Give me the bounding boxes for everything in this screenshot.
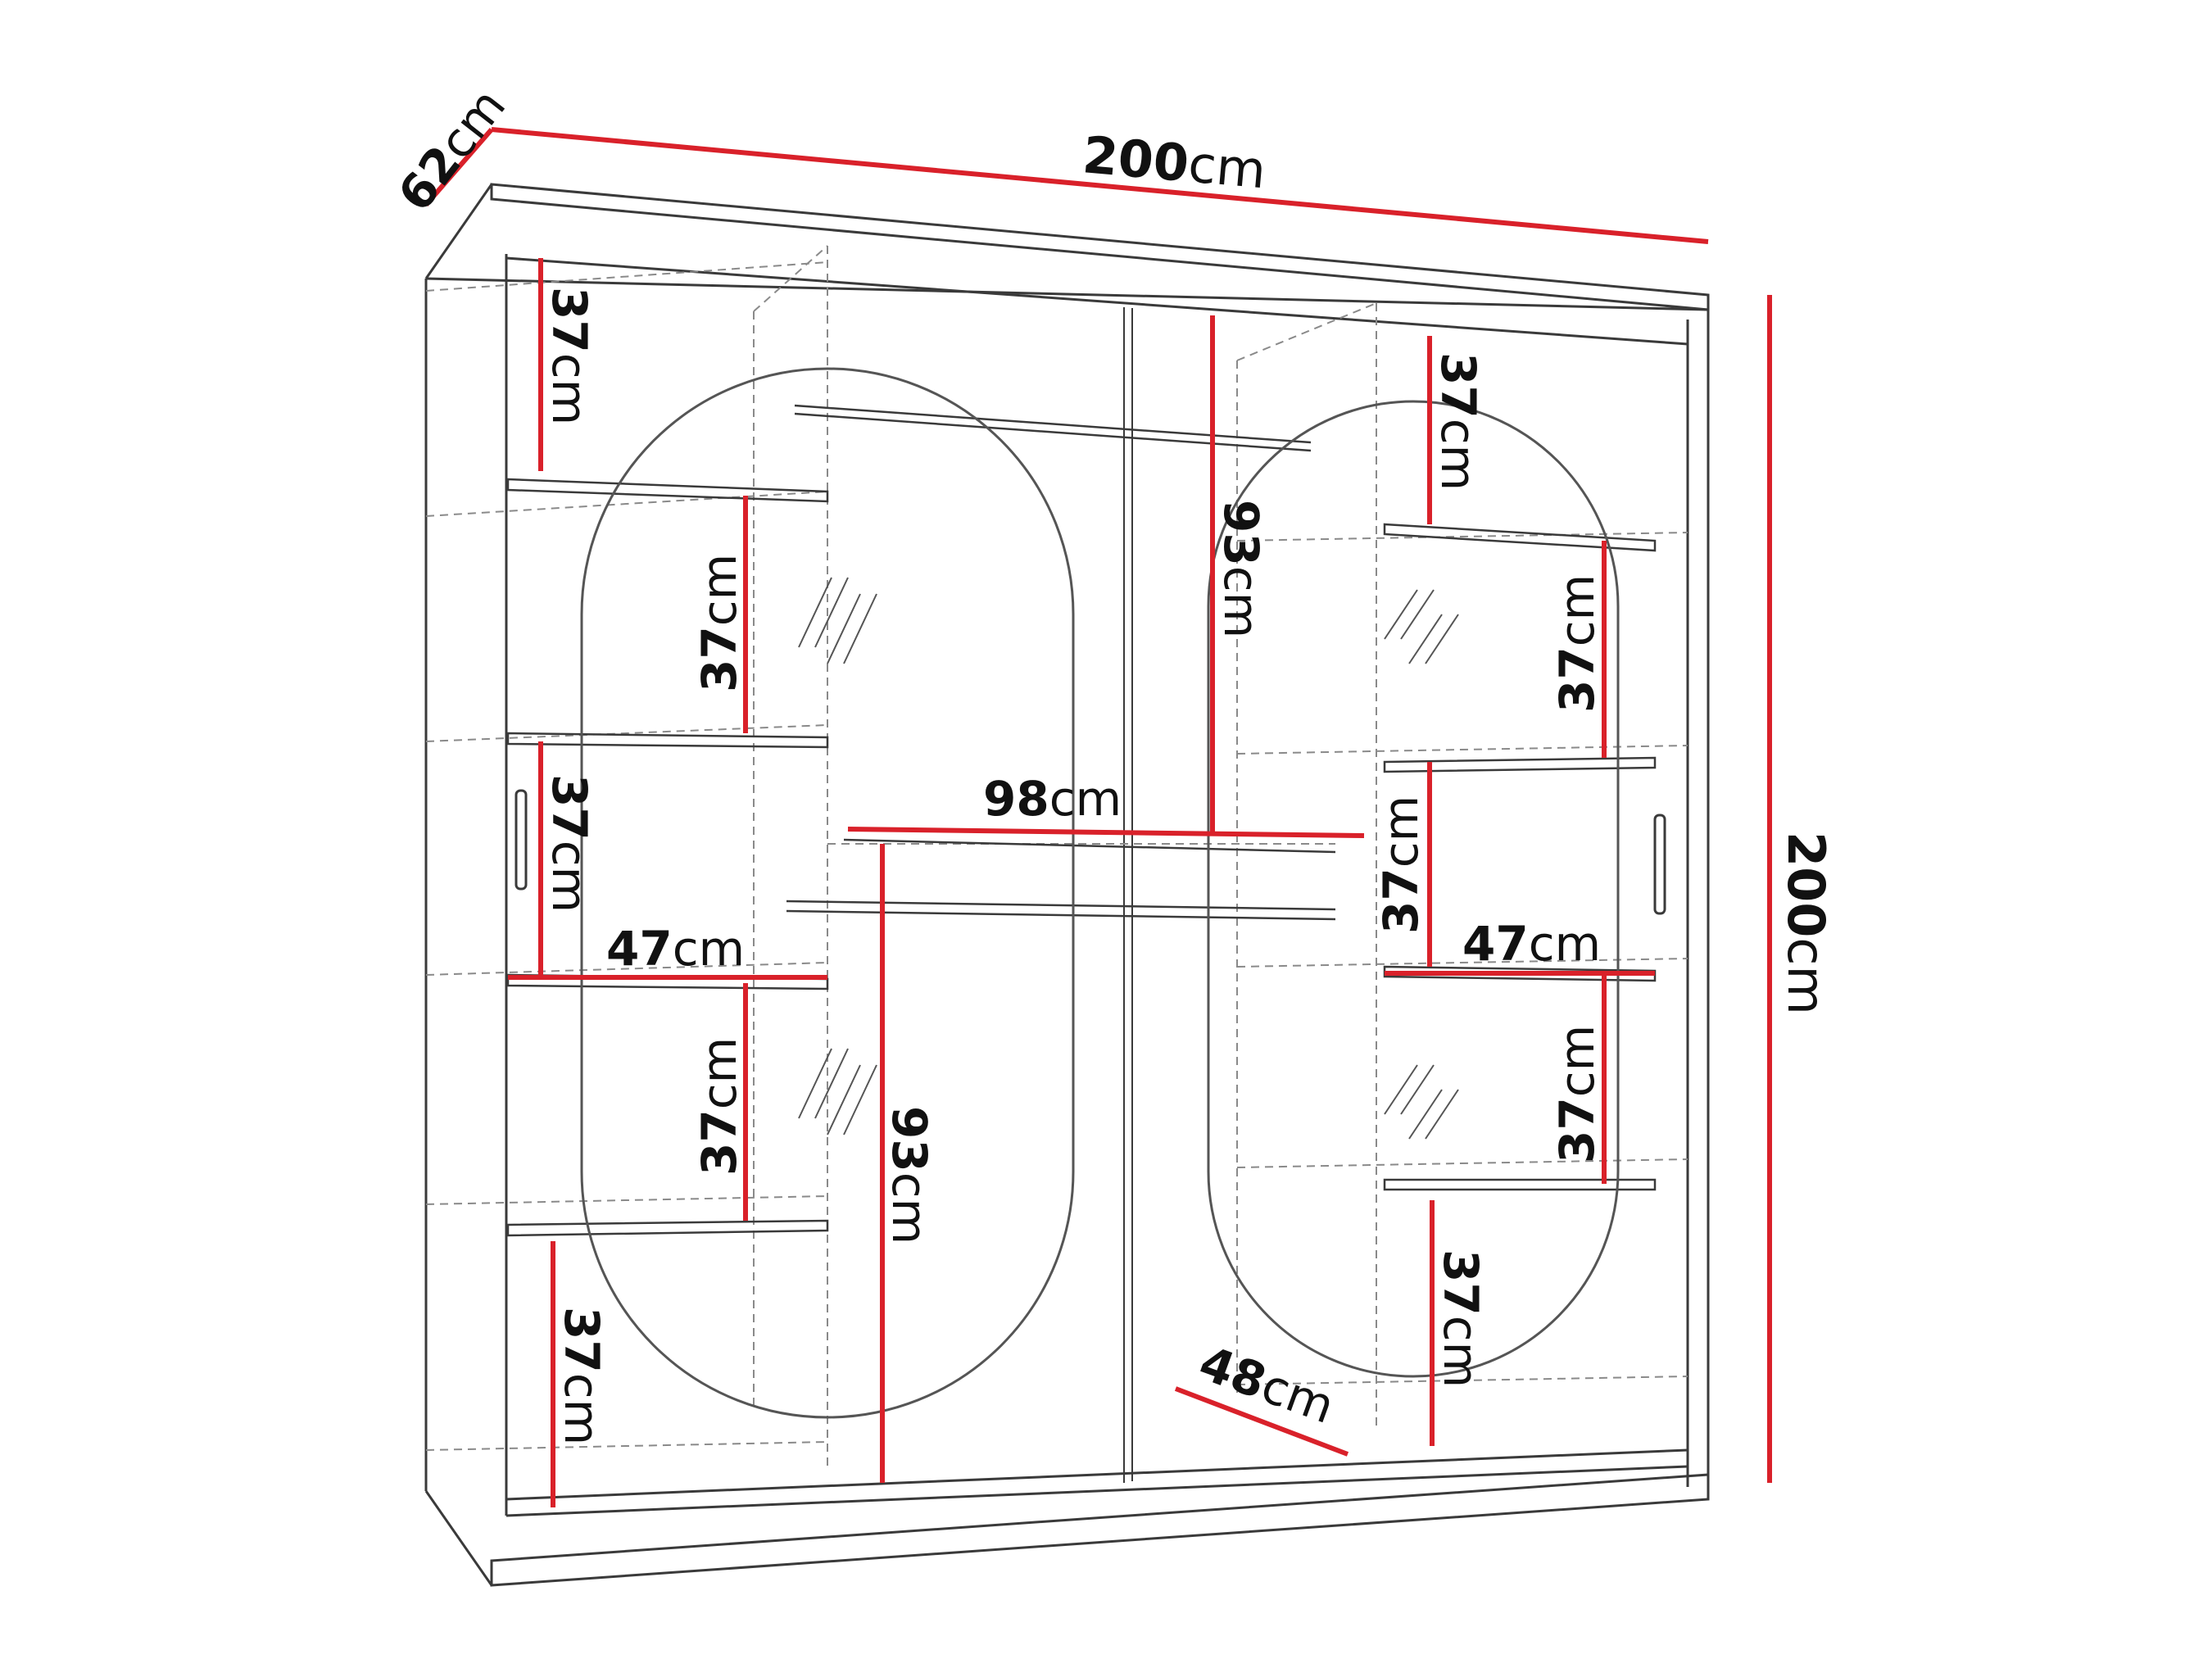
left-shelf <box>506 478 829 503</box>
top-track <box>505 256 1688 346</box>
right-shelf <box>1383 756 1657 773</box>
label-center-top-height: 93cm <box>1213 500 1269 638</box>
label-center-width: 98cm <box>983 771 1122 827</box>
mirrors <box>580 367 1620 1419</box>
right-door-mirror <box>1207 400 1620 1378</box>
label-right-shelf-5: 37cm <box>1433 1249 1489 1388</box>
hanging-rail <box>794 404 1312 444</box>
dimension-lines <box>424 127 1772 1507</box>
hanging-rail <box>786 900 1336 911</box>
label-door-depth: 48cm <box>1192 1335 1341 1435</box>
label-width: 200cm <box>1081 125 1268 200</box>
label-left-shelf-1: 37cm <box>542 287 597 425</box>
left-door-handle <box>514 789 528 891</box>
dimension-labels: 62cm 200cm 200cm 37cm 37cm 37cm 37cm 37c… <box>387 78 1836 1445</box>
label-right-shelf-3: 37cm <box>1373 796 1429 934</box>
label-left-shelf-3: 37cm <box>542 774 597 913</box>
right-shelf <box>1383 1178 1657 1191</box>
top-panel-depth-edge <box>424 184 493 279</box>
top-panel <box>490 183 1710 311</box>
label-left-shelf-depth: 47cm <box>606 921 745 977</box>
mirror-shine <box>798 577 1459 1140</box>
interior-hidden-lines <box>425 245 1688 1466</box>
label-center-bottom-height: 93cm <box>882 1106 937 1244</box>
left-shelf <box>506 1219 829 1237</box>
dim-line-width <box>491 127 1709 244</box>
dim-line-center-width <box>847 827 1365 838</box>
label-height: 200cm <box>1776 832 1836 1015</box>
label-left-shelf-4: 37cm <box>691 1037 747 1176</box>
left-door-mirror <box>580 367 1075 1419</box>
label-right-shelf-4: 37cm <box>1549 1025 1605 1163</box>
left-shelf <box>506 732 829 749</box>
label-right-shelf-2: 37cm <box>1549 574 1605 713</box>
dim-line-depth <box>424 128 494 206</box>
wardrobe-body <box>424 183 1710 1587</box>
label-right-shelf-depth: 47cm <box>1462 916 1601 972</box>
label-left-shelf-5: 37cm <box>554 1307 610 1445</box>
label-left-shelf-2: 37cm <box>691 554 747 692</box>
right-door-handle <box>1653 814 1666 915</box>
dim-line-door-depth <box>1174 1386 1349 1457</box>
label-right-shelf-1: 37cm <box>1430 352 1486 491</box>
bottom-track <box>505 1465 1688 1517</box>
right-shelf <box>1383 523 1657 552</box>
